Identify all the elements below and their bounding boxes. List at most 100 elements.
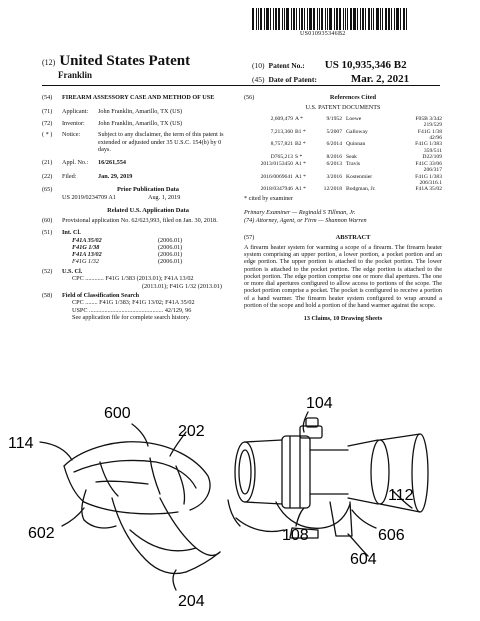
citation-class: F41G 1/38 — [417, 128, 442, 135]
barcode-bar — [307, 8, 308, 30]
barcode-bar — [396, 8, 399, 30]
barcode-bar — [343, 8, 344, 30]
citation-date: 12/2018 — [323, 186, 342, 193]
us-docs-title: U.S. PATENT DOCUMENTS — [305, 104, 381, 112]
citation-kind: B1 * — [294, 128, 306, 135]
label-112: 112 — [388, 487, 414, 504]
heater-case-figure — [63, 441, 221, 575]
barcode-bar — [357, 8, 358, 30]
code-57: (57) — [244, 234, 255, 242]
provisional-value: Provisional application No. 62/623,993, … — [62, 217, 218, 225]
cited-by-examiner: * cited by examiner — [244, 194, 293, 202]
label-108: 108 — [282, 527, 309, 544]
prior-pub-row: US 2019/0234709 A1 Aug. 1, 2019 — [42, 194, 234, 201]
barcode-bar — [293, 8, 295, 30]
barcode-bar — [388, 8, 390, 30]
code-45: (45) — [252, 75, 265, 84]
citation-date: 3/2016 — [326, 173, 342, 180]
cpc-line-1: CPC ............ F41G 1/383 (2013.01); F… — [72, 275, 194, 283]
barcode-bar — [260, 8, 262, 30]
label-606: 606 — [378, 527, 405, 544]
citation-name: Kostenmier — [346, 173, 373, 180]
patent-date: Mar. 2, 2021 — [350, 73, 410, 85]
int-cl-class: F41G 1/32 — [72, 258, 99, 266]
label-114: 114 — [8, 435, 34, 452]
barcode-bar — [376, 8, 379, 30]
barcode-bar — [329, 8, 332, 30]
search-note: See application file for complete search… — [72, 314, 190, 322]
int-cl-row: F41G 1/38(2006.01) — [42, 244, 234, 251]
citation-class: D22/109 — [422, 154, 442, 161]
appl-no-value: 16/261,554 — [98, 159, 127, 167]
citation-class: F41G 1/383 — [415, 141, 442, 148]
search-uspc: USPC ...................................… — [72, 306, 192, 314]
inventor-label: Inventor: — [62, 119, 85, 127]
barcode-bar — [301, 8, 303, 30]
code-notice: ( * ) — [42, 131, 53, 139]
barcode-bar — [406, 8, 407, 30]
field-58: (58) Field of Classification Search — [42, 292, 234, 299]
field-65: (65) Prior Publication Data — [42, 186, 234, 193]
barcode-bar — [360, 8, 361, 30]
barcode-bar — [368, 8, 370, 30]
citation-number: 2013/0153450 — [260, 160, 293, 167]
code-21: (21) — [42, 159, 53, 167]
barcode-bar — [325, 8, 326, 30]
int-cl-title: Int. Cl. — [62, 229, 81, 237]
barcode-bar — [334, 8, 335, 30]
barcode-bar — [385, 8, 387, 30]
citation-number: 2016/0069641 — [260, 173, 293, 180]
barcode-bar — [400, 8, 401, 30]
scope-figure — [227, 417, 429, 539]
notice-label: Notice: — [62, 131, 81, 139]
barcode-bar — [373, 8, 374, 30]
patent-number-row: (10) Patent No.: US 10,935,346 B2 — [252, 55, 407, 73]
citation-name: Loewe — [346, 115, 362, 122]
code-72: (72) — [42, 119, 53, 127]
int-cl-row: F41G 1/32 (2006.01) — [42, 258, 234, 265]
notice-value: Subject to any disclaimer, the term of t… — [98, 131, 224, 154]
field-notice: ( * ) Notice: Subject to any disclaimer,… — [42, 131, 234, 153]
barcode-bar — [336, 8, 338, 30]
filed-label: Filed: — [62, 172, 77, 180]
prior-pub-number: US 2019/0234709 A1 — [62, 193, 116, 201]
int-cl-version: (2006.01) — [158, 258, 183, 266]
inventor-value: John Franklin, Amarillo, TX (US) — [98, 119, 183, 127]
citation-number: D765,213 — [270, 154, 293, 161]
doc-type-row: (12) United States Patent — [42, 52, 190, 70]
code-52: (52) — [42, 267, 53, 275]
label-600: 600 — [104, 405, 131, 422]
barcode-bar — [273, 8, 274, 30]
barcode-bar — [304, 8, 305, 30]
code-56: (56) — [244, 94, 255, 101]
label-104: 104 — [306, 395, 333, 412]
citation-number: 7,213,360 — [270, 128, 293, 135]
field-54: (54) FIREARM ASSESSORY CASE AND METHOD O… — [42, 94, 234, 101]
citation-number: 8,757,821 — [270, 141, 293, 148]
citation-kind: A1 * — [294, 173, 306, 180]
citation-kind: A1 * — [294, 186, 306, 193]
citation-name: Seak — [346, 154, 357, 161]
barcode-bar — [317, 8, 318, 30]
search-field-title: Field of Classification Search — [62, 291, 140, 299]
code-12: (12) — [42, 58, 56, 67]
label-204: 204 — [178, 593, 205, 610]
barcode-bar — [313, 8, 315, 30]
field-57: (57) ABSTRACT — [244, 234, 442, 241]
citation-subclass: 42/96 — [429, 135, 442, 142]
claims-summary: 13 Claims, 10 Drawing Sheets — [303, 315, 383, 323]
barcode-bar — [256, 8, 257, 30]
barcode-bar — [264, 8, 265, 30]
barcode-bar — [371, 8, 372, 30]
code-22: (22) — [42, 172, 53, 180]
barcode-bar — [291, 8, 292, 30]
patent-number-label: Patent No.: — [268, 61, 305, 70]
right-column: (56) References Cited U.S. PATENT DOCUME… — [244, 94, 442, 323]
filed-value: Jan. 29, 2019 — [98, 172, 133, 180]
field-56: (56) References Cited — [244, 94, 442, 101]
citation-number: 2018/0347946 — [260, 186, 293, 193]
